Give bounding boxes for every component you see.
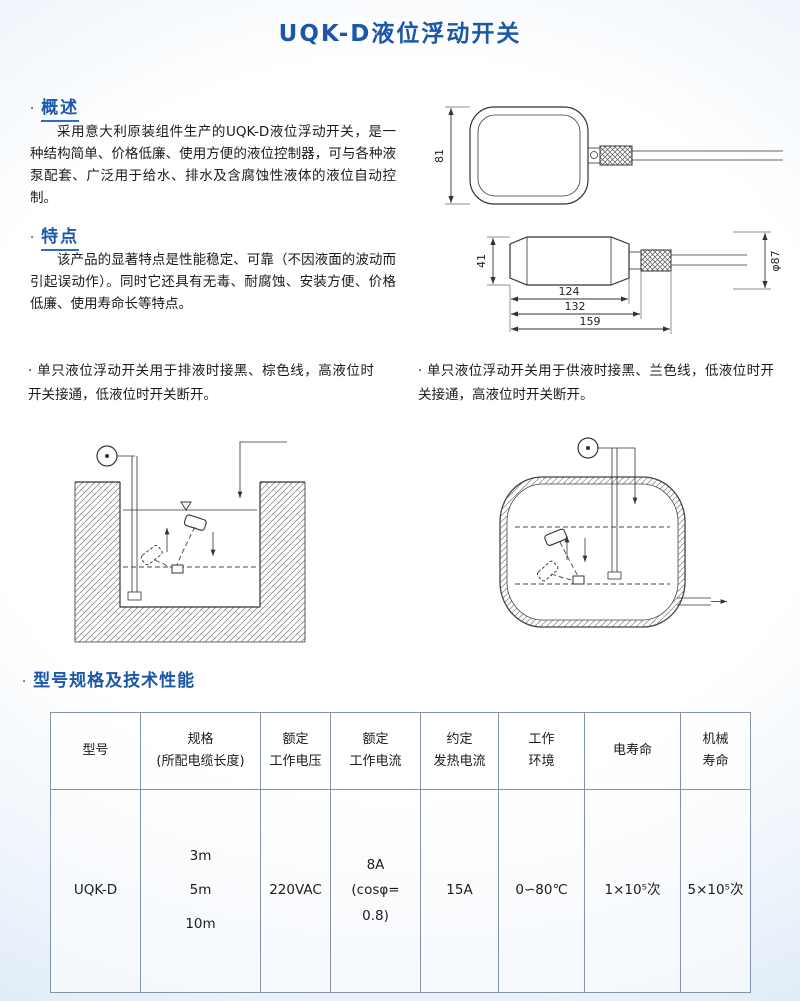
- overview-paragraph: 采用意大利原装组件生产的UQK-D液位浮动开关，是一种结构简单、价格低廉、使用方…: [30, 124, 396, 206]
- header-model: 型号: [50, 712, 141, 790]
- water-levels: [515, 526, 670, 585]
- float-cable-and-anchor: [154, 526, 196, 574]
- float-switch-high: [183, 514, 207, 531]
- overview-heading-label: 概述: [41, 93, 80, 122]
- note-supply-wiring: · 单只液位浮动开关用于供液时接黑、兰色线，低液位时开关接通，高液位时开关断开。: [418, 363, 774, 403]
- travel-arrows: [564, 536, 588, 562]
- cell-electrical-life: 1×10⁵次: [584, 789, 681, 993]
- pit-installation-diagram: [74, 441, 306, 643]
- cell-spec: 3m 5m 10m: [140, 789, 261, 993]
- pump-icon: [96, 445, 135, 467]
- cell-model: UQK-D: [50, 789, 141, 993]
- water-level: [123, 501, 257, 568]
- note-drain-wiring: · 单只液位浮动开关用于排液时接黑、棕色线，高液位时开关接通，低液位时开关断开。: [28, 363, 374, 403]
- feed-pipe: [598, 447, 638, 580]
- dimension-124: 124: [559, 285, 580, 298]
- section-features-heading: · 特点: [30, 222, 80, 251]
- float-top-view: 81: [433, 106, 783, 205]
- table-header-row: 型号 规格 (所配电缆长度) 额定 工作电压 额定 工作电流 约定 发热电流 工…: [50, 712, 751, 790]
- cell-heat-current: 15A: [420, 789, 499, 993]
- technical-drawing: 81 41 φ87 124: [433, 106, 783, 334]
- header-rated-current: 额定 工作电流: [330, 712, 421, 790]
- float-switch-low: [537, 560, 559, 582]
- bullet-icon: ·: [30, 102, 35, 117]
- water-surface-symbol: [180, 501, 192, 511]
- inlet-pipe: [237, 441, 287, 498]
- dimension-diameter: φ87: [769, 250, 782, 271]
- cell-environment: 0∽80℃: [498, 789, 585, 993]
- features-paragraph: 该产品的显著特点是性能稳定、可靠（不因液面的波动而引起误动作）。同时它还具有无毒…: [30, 252, 396, 312]
- table-row: UQK-D 3m 5m 10m 220VAC 8A (cosφ= 0.8) 15…: [50, 789, 751, 993]
- float-side-view: 41 φ87 124 132 159: [475, 231, 782, 334]
- header-mechanical-life: 机械 寿命: [680, 712, 751, 790]
- dimension-41: 41: [475, 254, 488, 268]
- pump-icon: [577, 437, 599, 459]
- cell-mechanical-life: 5×10⁵次: [680, 789, 751, 993]
- header-rated-voltage: 额定 工作电压: [260, 712, 331, 790]
- float-switch-high: [544, 528, 568, 546]
- cell-rated-voltage: 220VAC: [260, 789, 331, 993]
- tank-installation-diagram: [499, 437, 727, 628]
- dimension-159: 159: [580, 315, 601, 328]
- bullet-icon: ·: [30, 231, 35, 246]
- spec-heading-label: 型号规格及技术性能: [33, 671, 196, 691]
- page-title: UQK-D液位浮动开关: [278, 21, 522, 47]
- section-overview-heading: · 概述: [30, 93, 80, 122]
- cable-gland: [640, 249, 672, 272]
- header-heat-current: 约定 发热电流: [420, 712, 499, 790]
- pit-ground: [74, 481, 306, 643]
- suction-pipe: [127, 456, 142, 601]
- outlet-pipe: [677, 597, 727, 606]
- travel-arrows: [164, 528, 216, 556]
- features-heading-label: 特点: [41, 222, 80, 251]
- cell-rated-current: 8A (cosφ= 0.8): [330, 789, 421, 993]
- dimension-81: 81: [433, 149, 446, 163]
- header-environment: 工作 环境: [498, 712, 585, 790]
- float-switch-low: [140, 545, 163, 566]
- spec-table-wrapper: 型号 规格 (所配电缆长度) 额定 工作电压 额定 工作电流 约定 发热电流 工…: [50, 712, 751, 993]
- bullet-icon: ·: [22, 675, 27, 690]
- section-spec-heading: · 型号规格及技术性能: [22, 666, 195, 693]
- dimension-132: 132: [565, 300, 586, 313]
- cable-gland: [599, 145, 633, 166]
- tank-shell: [499, 476, 686, 628]
- spec-table: 型号 规格 (所配电缆长度) 额定 工作电压 额定 工作电流 约定 发热电流 工…: [50, 712, 751, 993]
- float-cable-and-anchor: [550, 541, 585, 585]
- header-spec: 规格 (所配电缆长度): [140, 712, 261, 790]
- header-electrical-life: 电寿命: [584, 712, 681, 790]
